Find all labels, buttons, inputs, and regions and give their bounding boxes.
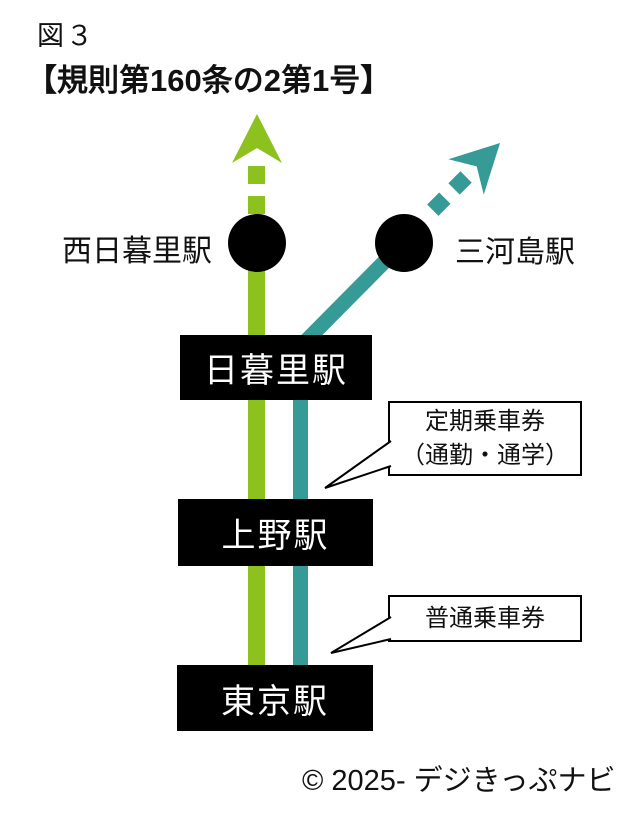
- station-box-ueno-label: 上野駅: [221, 517, 330, 555]
- arrow-up-icon: [232, 114, 282, 163]
- station-box-tokyo: 東京駅: [177, 665, 373, 731]
- station-box-nippori: 日暮里駅: [180, 335, 372, 400]
- callout-ordinary-ticket-label: 普通乗車券: [425, 604, 545, 632]
- arrow-up-right-icon: [448, 143, 500, 195]
- station-label-nishi-nippori: 西日暮里駅: [62, 235, 212, 268]
- teal-route-dashed-line: [417, 171, 472, 226]
- callout-commuter-pass-line2: （通勤・通学）: [401, 441, 569, 469]
- callout-ordinary-ticket: 普通乗車券: [388, 595, 582, 642]
- station-box-tokyo-label: 東京駅: [221, 682, 329, 721]
- callout-ordinary-ticket-tail: [330, 616, 392, 654]
- page-title: 【規則第160条の2第1号】: [26, 63, 392, 98]
- station-box-nippori-label: 日暮里駅: [204, 352, 348, 390]
- figure-number-label: 図３: [37, 21, 95, 51]
- callout-commuter-pass-tail: [324, 440, 392, 489]
- station-label-mikawashima: 三河島駅: [455, 236, 575, 269]
- copyright-notice: © 2025- デジきっぷナビ: [302, 765, 616, 797]
- station-box-ueno: 上野駅: [178, 499, 373, 566]
- station-node-nishi-nippori: [228, 214, 286, 272]
- callout-commuter-pass: 定期乗車券 （通勤・通学）: [388, 401, 582, 476]
- callout-commuter-pass-line1: 定期乗車券: [425, 408, 545, 436]
- station-node-mikawashima: [375, 214, 433, 272]
